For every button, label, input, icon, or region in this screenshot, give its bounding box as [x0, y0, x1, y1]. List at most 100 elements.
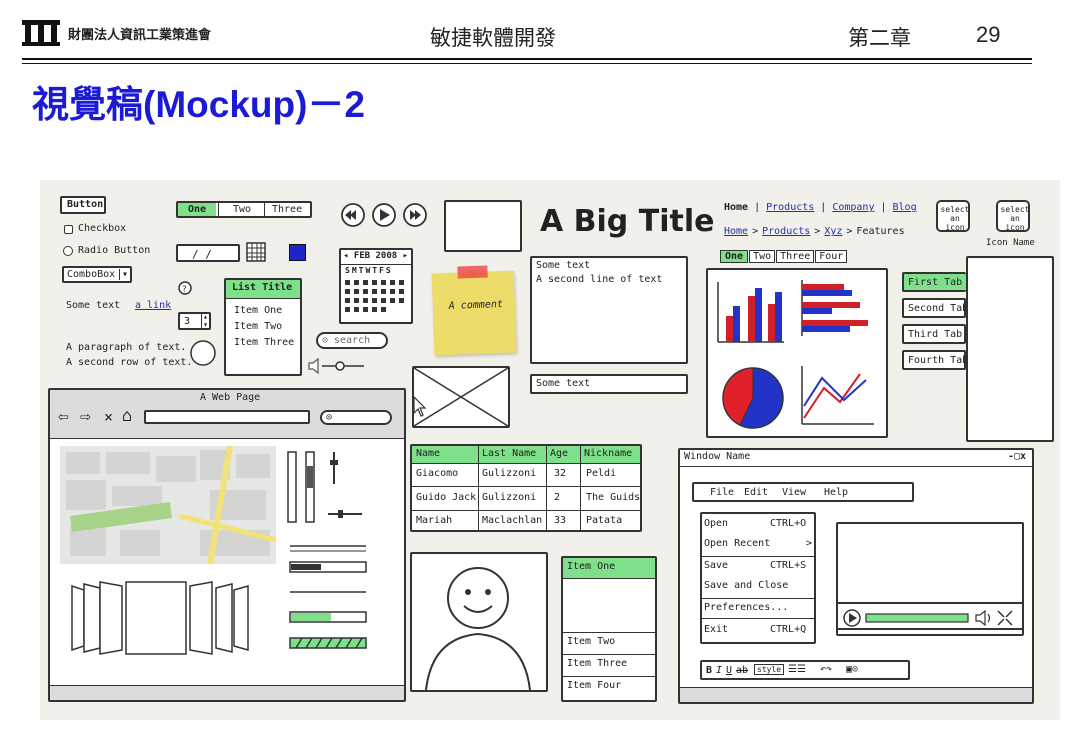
forward-arrow-icon: ⇨ [80, 406, 91, 427]
table-cell: Maclachlan [482, 515, 543, 526]
mock-text-area: Some text A second line of text [530, 256, 688, 364]
mock-icon-button: select an icon [936, 200, 970, 232]
mock-list-item: Item One [234, 305, 283, 316]
mock-nav-link: Home [724, 202, 749, 213]
strikethrough-icon: ab [736, 665, 749, 676]
mock-vertical-tab: First Tab [902, 272, 966, 292]
menu-item-open-recent: Open Recent [704, 538, 771, 549]
mock-bar-chart [717, 282, 784, 343]
mock-map [60, 445, 277, 565]
mock-vertical-tab: Fourth Tab [902, 350, 969, 370]
avatar-icon [425, 567, 531, 691]
mock-list-item: Item Three [234, 337, 295, 348]
table-cell: Gulizzoni [482, 468, 537, 479]
mock-comment-text: A comment [448, 298, 504, 312]
mock-some-text: Some text [66, 300, 121, 311]
chevron-down-icon: ▾ [118, 269, 128, 280]
mock-button-label: Button [67, 199, 104, 210]
mock-video-controls [836, 602, 1024, 630]
mock-image-placeholder [412, 366, 510, 428]
mock-chart-panel [706, 268, 888, 438]
home-icon: ⌂ [122, 406, 133, 426]
svg-text:?: ? [182, 285, 187, 295]
accordion-item: Item Three [567, 658, 628, 669]
list-icon: ☰☰ [788, 664, 806, 675]
calendar-header: ◂ FEB 2008 ▸ [343, 251, 409, 261]
stepper-arrows-icon: ▴▾ [201, 312, 208, 329]
chapter-label: 第二章 [848, 26, 911, 50]
table-cell: Mariah [416, 515, 453, 526]
mock-chart-tabs: One Two Three Four [720, 250, 848, 263]
underline-icon: U [726, 665, 733, 676]
image-placeholder-icon [413, 367, 509, 427]
mock-tab-two: Two [233, 204, 252, 215]
mock-tab-panel [966, 256, 1054, 442]
mock-breadcrumb-item: Xyz [824, 226, 843, 237]
cursor-icon [413, 395, 427, 417]
mock-search-placeholder: search [334, 335, 371, 346]
table-header: Age [550, 448, 569, 459]
page-number: 29 [976, 22, 1001, 47]
undo-redo-icon: ↶↷ [820, 664, 833, 675]
table-header: Nickname [584, 448, 633, 459]
menu-help: Help [824, 487, 849, 498]
mock-breadcrumb-item: Home [724, 226, 749, 237]
back-arrow-icon: ⇦ [58, 406, 69, 427]
mock-vertical-tab-label: Third Tab [908, 329, 963, 340]
video-controls-icons [843, 609, 1013, 627]
table-cell: Guido Jack [416, 492, 477, 503]
mock-browser-search: ⊙ [320, 410, 392, 425]
header-divider [22, 58, 1032, 60]
mock-data-table: Name Last Name Age Nickname Giacomo Guli… [410, 444, 642, 532]
menu-item-preferences: Preferences... [704, 602, 789, 613]
mock-rte-toolbar: B I U ab style ☰☰ ↶↷ ▣⊙ [700, 660, 910, 680]
mock-vertical-tab-label: Fourth Tab [908, 355, 969, 366]
mock-accordion: Item One Item Two Item Three Item Four [561, 556, 657, 702]
calendar-grid [345, 280, 404, 312]
menu-item-open: Open [704, 518, 729, 529]
table-header: Name [416, 448, 441, 459]
style-select: style [754, 664, 785, 675]
mock-scroll-widgets [287, 451, 362, 523]
mock-breadcrumb-item: Features [856, 226, 905, 237]
bold-icon: B [706, 665, 713, 676]
mock-window-title: Window Name [684, 451, 751, 462]
menu-item-save: Save [704, 560, 729, 571]
table-header: Last Name [482, 448, 537, 459]
course-title: 敏捷軟體開發 [430, 26, 556, 50]
menu-item-exit: Exit [704, 624, 729, 635]
mock-checkbox [64, 225, 73, 234]
mock-combobox-value: ComboBox [67, 269, 116, 280]
mock-hbar-chart [801, 280, 868, 336]
mock-browser-window: A Web Page ⇦ ⇨ × ⌂ ⊙ [48, 388, 406, 702]
accordion-item: Item Four [567, 680, 622, 691]
mock-icon-button-label: select an icon [1000, 205, 1030, 232]
mock-vertical-tab: Third Tab [902, 324, 966, 344]
close-icon: × [104, 408, 114, 426]
mock-text-input-value: Some text [536, 378, 591, 389]
table-cell: The Guids [586, 492, 641, 503]
mock-avatar-box [410, 552, 548, 692]
mock-icon-name: Icon Name [986, 238, 1035, 248]
window-controls-icon: -▢x [1007, 451, 1026, 462]
mock-tabbar: One Two Three [176, 201, 312, 218]
mock-menubar: File Edit View Help [692, 482, 914, 502]
mock-paragraph-line-2: A second row of text. [66, 357, 193, 368]
header-divider-thin [22, 63, 1032, 64]
mock-text-area-line: Some text [536, 260, 591, 271]
tape-icon [457, 265, 488, 279]
table-cell: 2 [554, 492, 561, 503]
mock-calendar: ◂ FEB 2008 ▸ SMTWTFS [339, 248, 413, 324]
mockup-image: Button Checkbox Radio Button ComboBox ▾ … [40, 180, 1060, 720]
mock-link: a link [135, 300, 172, 311]
org-header: 財團法人資訊工業策進會 [22, 20, 211, 46]
table-cell: Patata [586, 515, 623, 526]
search-icon: ⊙ [322, 335, 329, 346]
mock-address-bar [144, 410, 310, 424]
accordion-item: Item One [567, 561, 616, 572]
mock-big-title: A Big Title [540, 204, 715, 239]
mock-paragraph-line-1: A paragraph of text. [66, 342, 187, 353]
mock-icon-button: select an icon [996, 200, 1030, 232]
mock-text-area-line: A second line of text [536, 274, 663, 285]
mock-vertical-tab: Second Tab [902, 298, 968, 318]
